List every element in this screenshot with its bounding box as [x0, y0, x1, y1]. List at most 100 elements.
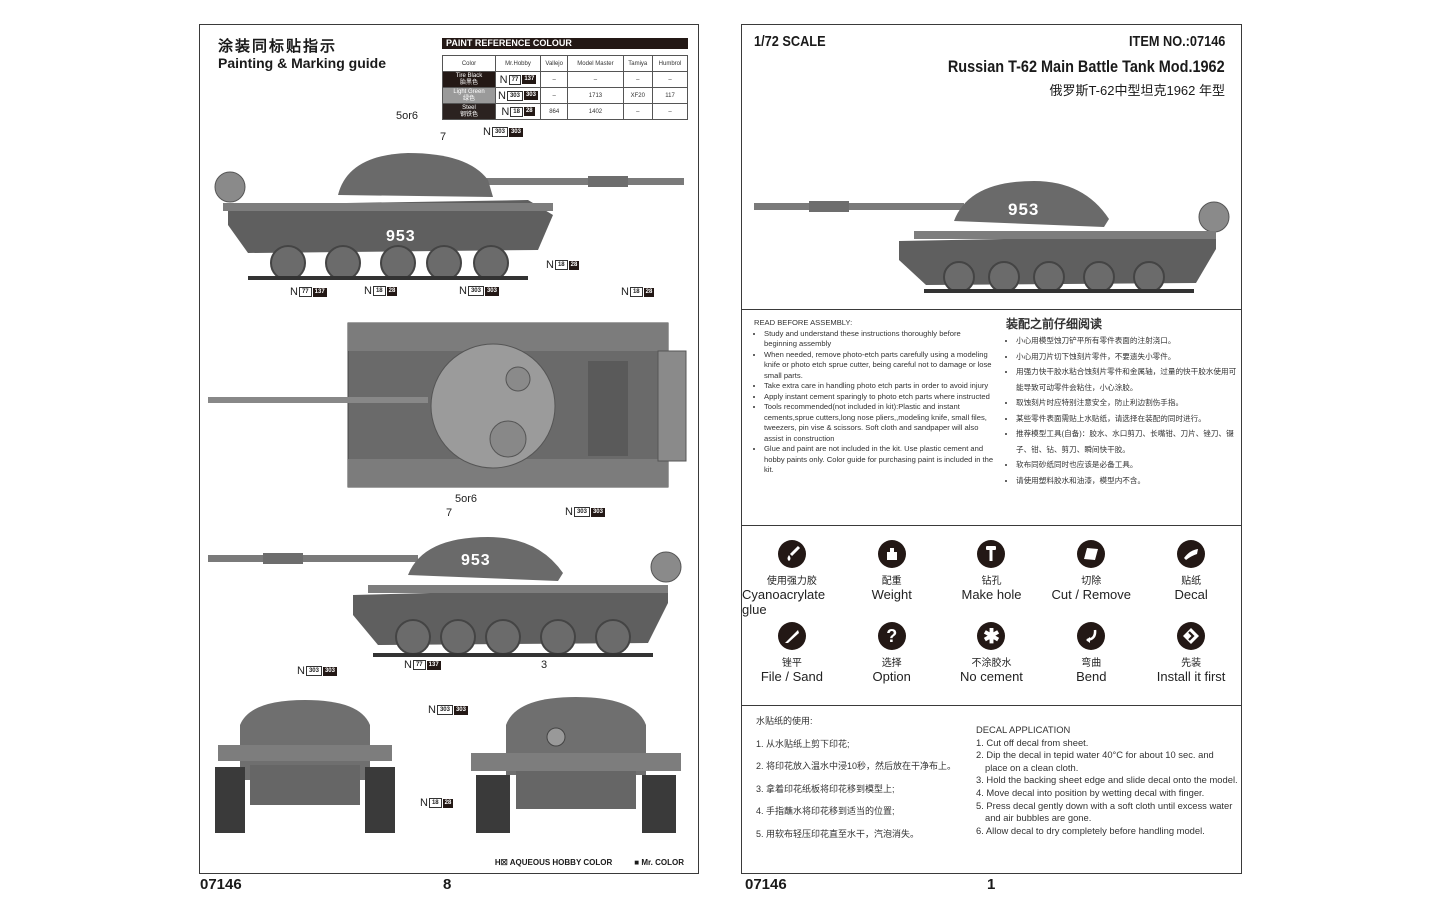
- symbol-weight: 配重 Weight: [842, 540, 942, 622]
- scale-label: 1/72 SCALE: [754, 33, 826, 50]
- model-master-code: 1713: [567, 87, 624, 104]
- decal-step: 4. Move decal into position by wetting d…: [976, 786, 1205, 798]
- paint-reference-banner: PAINT REFERENCE COLOUR: [442, 38, 688, 49]
- decal-step-cn: 5. 用软布轻压印花直至水干，汽泡消失。: [756, 828, 920, 839]
- painting-guide-page: 涂装同标贴指示 Painting & Marking guide PAINT R…: [199, 24, 699, 874]
- turret-number-marking: 953: [386, 228, 416, 245]
- item-number: ITEM NO.:07146: [1128, 33, 1225, 50]
- tamiya-code: –: [622, 71, 654, 88]
- decal-instructions-cn: 水贴纸的使用: 1. 从水贴纸上剪下印花; 2. 将印花放入温水中浸10秒，然后…: [756, 716, 976, 851]
- no-cement-icon: ✱: [977, 622, 1006, 650]
- symbol-decal: 贴纸 Decal: [1141, 540, 1241, 622]
- aqueous-legend: H☒ AQUEOUS HOBBY COLOR: [494, 858, 613, 867]
- model-title: Russian T-62 Main Battle Tank Mod.1962: [948, 57, 1225, 76]
- paint-legend: H☒ AQUEOUS HOBBY COLOR ■ Mr. COLOR: [495, 858, 684, 867]
- drill-icon: [977, 540, 1006, 568]
- decal-icon: [1177, 540, 1206, 568]
- tank-rear-view: [215, 700, 395, 833]
- cut-icon: [1077, 540, 1106, 568]
- tank-hero-side-view: [754, 181, 1230, 293]
- tamiya-code: –: [622, 103, 654, 120]
- table-header-row: Color Mr.Hobby Vallejo Model Master Tami…: [442, 55, 688, 72]
- decal-instructions-en: DECAL APPLICATION 1. Cut off decal from …: [976, 724, 1238, 837]
- decal-step-cn: 3. 拿着印花纸板将印花移到模型上;: [756, 783, 895, 794]
- tank-side-view-right: [214, 153, 684, 280]
- read-before-assembly-section: READ BEFORE ASSEMBLY: Study and understa…: [742, 310, 1241, 526]
- humbrol-code: –: [652, 103, 688, 120]
- painting-guide-title-cn: 涂装同标贴指示: [218, 38, 338, 55]
- decal-heading: DECAL APPLICATION: [976, 724, 1071, 735]
- table-header: Model Master: [567, 55, 624, 72]
- model-title-cn: 俄罗斯T-62中型坦克1962 年型: [1049, 83, 1225, 98]
- file-icon: [777, 622, 806, 650]
- vallejo-code: 864: [539, 103, 569, 120]
- left-footer-code: 07146: [200, 876, 242, 893]
- vallejo-code: –: [539, 71, 569, 88]
- symbol-make-hole: 钻孔 Make hole: [942, 540, 1042, 622]
- symbol-install-first: 先装 Install it first: [1141, 622, 1241, 704]
- instruction-item-cn: 用强力快干胶水粘合蚀刻片零件和金属轴，过量的快干胶水使用可能导致可动零件会粘住，…: [1016, 364, 1238, 395]
- instruction-item-cn: 推荐模型工具(自备)：胶水、水口剪刀、长嘴钳、刀片、锉刀、镊子、钳、钻、剪刀、瞬…: [1016, 426, 1238, 457]
- table-header: Tamiya: [622, 55, 654, 72]
- table-header: Mr.Hobby: [495, 55, 541, 72]
- decal-step: 3. Hold the backing sheet edge and slide…: [976, 774, 1238, 786]
- painting-guide-title: Painting & Marking guide: [218, 55, 387, 71]
- tank-front-view: [471, 697, 681, 833]
- turret-number-marking: 953: [1008, 200, 1040, 219]
- instruction-item-cn: 取蚀刻片时应特别注意安全，防止利边割伤手指。: [1016, 395, 1238, 411]
- symbol-cyanoacrylate-glue: 使用强力胶 Cyanoacrylate glue: [742, 540, 842, 622]
- decal-step-cn: 1. 从水贴纸上剪下印花;: [756, 738, 850, 749]
- decal-step-cn: 2. 将印花放入温水中浸10秒，然后放在干净布上。: [756, 761, 957, 771]
- symbol-file-sand: 锉平 File / Sand: [742, 622, 842, 704]
- table-header: Color: [442, 55, 496, 72]
- vallejo-code: –: [539, 87, 569, 104]
- symbols-legend-section: 使用强力胶 Cyanoacrylate glue 配重 Weight 钻孔 Ma…: [742, 526, 1241, 706]
- tank-side-view-left: [208, 537, 682, 657]
- bend-icon: [1077, 622, 1106, 650]
- decal-step: 2. Dip the decal in tepid water 40°C for…: [976, 749, 1214, 773]
- instruction-item: When needed, remove photo-etch parts car…: [764, 350, 994, 382]
- read-before-heading: READ BEFORE ASSEMBLY:: [754, 318, 853, 327]
- instruction-item: Study and understand these instructions …: [764, 329, 994, 350]
- table-header: Vallejo: [539, 55, 569, 72]
- cover-info-page: 1/72 SCALE ITEM NO.:07146 Russian T-62 M…: [741, 24, 1242, 874]
- model-master-code: –: [567, 71, 624, 88]
- instruction-item: Take extra care in handling photo etch p…: [764, 381, 994, 392]
- instruction-item-cn: 软布同砂纸同时也应该是必备工具。: [1016, 457, 1238, 473]
- tamiya-code: XF20: [622, 87, 654, 104]
- weight-icon: [877, 540, 906, 568]
- decal-step: 5. Press decal gently down with a soft c…: [976, 799, 1233, 824]
- decal-callout: 7: [440, 131, 447, 143]
- header-section: 1/72 SCALE ITEM NO.:07146 Russian T-62 M…: [742, 25, 1241, 310]
- humbrol-code: –: [652, 71, 688, 88]
- decal-step: 6. Allow decal to dry completely before …: [976, 824, 1205, 836]
- decal-step: 1. Cut off decal from sheet.: [976, 736, 1089, 748]
- decal-callout: 7: [446, 507, 453, 519]
- instruction-item: Tools recommended(not included in kit):P…: [764, 402, 994, 444]
- symbol-bend: 弯曲 Bend: [1041, 622, 1141, 704]
- table-header: Humbrol: [652, 55, 688, 72]
- decal-application-section: 水贴纸的使用: 1. 从水贴纸上剪下印花; 2. 将印花放入温水中浸10秒，然后…: [742, 706, 1241, 875]
- read-before-cn: 装配之前仔细阅读 小心用模型蚀刀铲平所有零件表面的注射浇口。 小心用刀片切下蚀刻…: [1006, 316, 1238, 488]
- mrcolor-legend: ■ Mr. COLOR: [634, 858, 684, 867]
- read-before-en: READ BEFORE ASSEMBLY: Study and understa…: [754, 318, 994, 476]
- left-page-number: 8: [443, 876, 452, 893]
- instruction-item: Glue and paint are not included in the k…: [764, 444, 994, 476]
- symbol-cut-remove: 切除 Cut / Remove: [1041, 540, 1141, 622]
- instruction-item-cn: 某些零件表面需贴上水贴纸，请选择在装配的同时进行。: [1016, 411, 1238, 427]
